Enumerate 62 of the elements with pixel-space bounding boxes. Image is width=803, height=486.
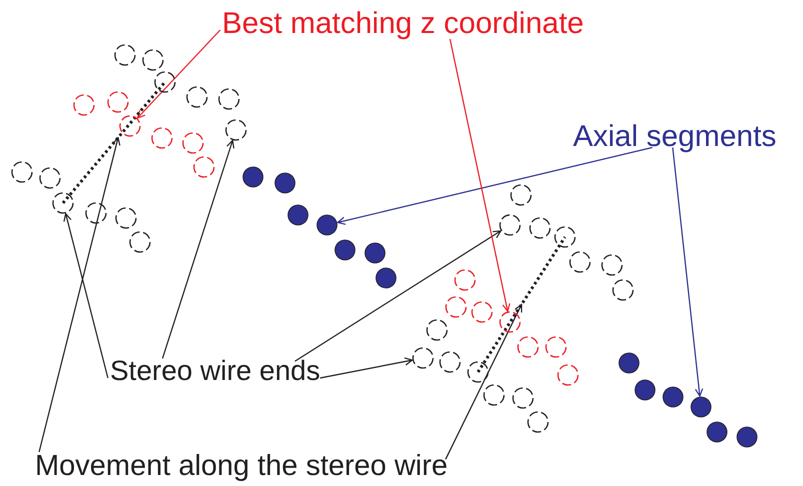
segment-dot — [662, 386, 684, 408]
leader-arrow — [449, 38, 510, 312]
hit-circle — [569, 251, 591, 273]
hit-circle — [612, 279, 634, 301]
hit-circle — [412, 347, 434, 369]
candidate-circle — [193, 156, 215, 178]
leader-arrow — [320, 357, 413, 379]
hit-circle — [467, 361, 489, 383]
callout-label: Movement along the stereo wire — [35, 452, 448, 481]
leader-arrow — [162, 140, 234, 359]
hit-circle — [225, 119, 247, 141]
hit-circle — [499, 214, 521, 236]
hit-circle — [218, 88, 240, 110]
leader-arrow — [294, 230, 502, 362]
segment-dot — [288, 204, 308, 226]
leader-arrow — [63, 213, 108, 378]
leader-arrow — [445, 304, 522, 460]
segment-dot — [634, 380, 656, 400]
hit-circle — [529, 217, 551, 239]
candidate-circle — [557, 364, 579, 386]
candidate-circle — [445, 296, 467, 318]
segment-dot — [242, 166, 264, 188]
hit-circle — [11, 161, 33, 183]
hit-circle — [512, 387, 534, 409]
hit-circle — [115, 207, 137, 229]
segment-dot — [706, 422, 728, 442]
hit-circle — [527, 411, 549, 433]
hit-circle — [510, 184, 532, 206]
segment-dot — [618, 352, 640, 374]
segment-dot — [376, 268, 396, 288]
segment-dot — [690, 396, 712, 418]
candidate-circle — [151, 127, 173, 149]
segment-dot — [316, 214, 338, 236]
segment-dot — [274, 172, 296, 194]
hit-circle — [129, 231, 151, 253]
hit-circle — [483, 384, 505, 406]
hit-circle — [39, 167, 61, 189]
callout-label: Best matching z coordinate — [222, 9, 584, 39]
hit-circle — [52, 192, 74, 214]
segment-dot — [364, 242, 386, 264]
hit-circle — [85, 202, 107, 224]
callout-label: Stereo wire ends — [110, 357, 320, 385]
segment-dot — [334, 240, 356, 260]
hit-circle — [114, 44, 136, 66]
leader-arrow — [672, 147, 704, 397]
hit-circle — [554, 226, 576, 248]
candidate-circle — [454, 269, 476, 291]
segment-dot — [736, 426, 758, 448]
callout-label: Axial segments — [573, 122, 776, 152]
hit-circle — [601, 254, 623, 276]
candidate-circle — [182, 132, 204, 154]
hit-circle — [426, 319, 448, 341]
candidate-circle — [471, 301, 493, 323]
hit-circle — [154, 71, 176, 93]
leader-arrow — [38, 137, 120, 452]
stereo-wire-line — [476, 236, 566, 373]
hit-circle — [439, 351, 461, 373]
leader-arrow — [136, 30, 221, 119]
hit-circle — [142, 49, 164, 71]
hit-circle — [186, 86, 208, 108]
leader-arrow — [337, 146, 652, 225]
stereo-wire-line — [62, 81, 166, 204]
